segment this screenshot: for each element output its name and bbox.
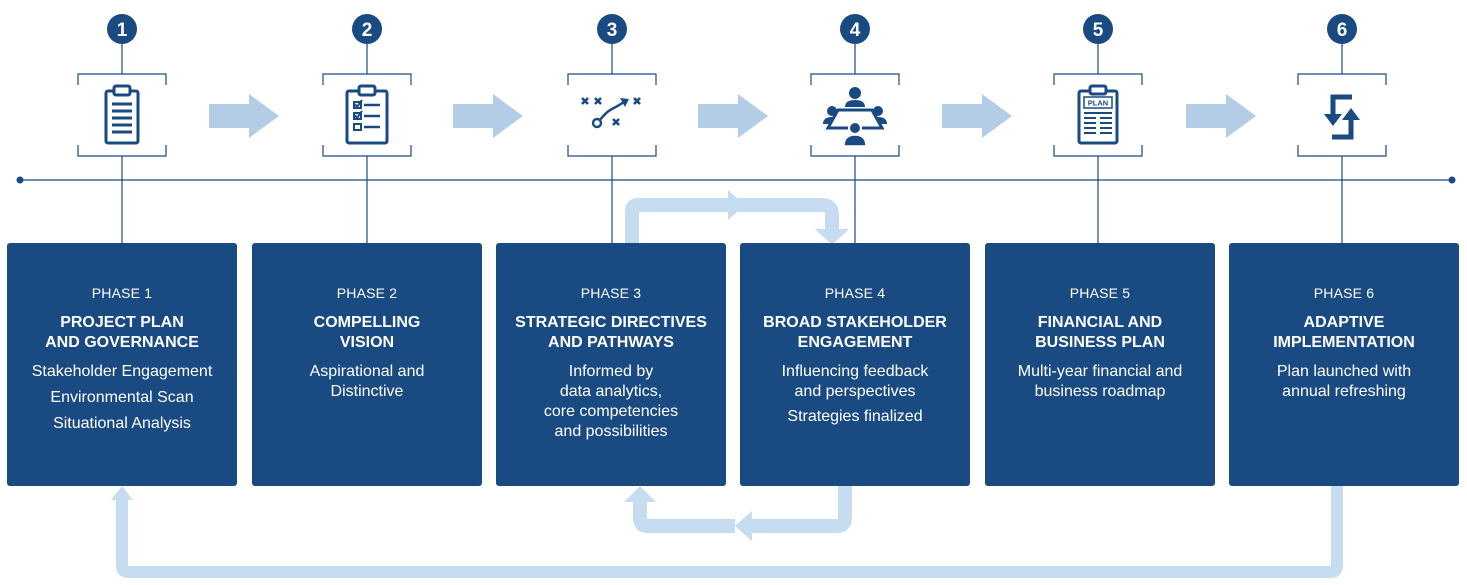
flow-arrow-1	[209, 94, 279, 138]
plan-icon-label: PLAN	[1088, 99, 1108, 108]
strategy-play-icon	[581, 97, 641, 129]
phase-label: PHASE 5	[1069, 285, 1131, 301]
flow-arrow-2	[453, 94, 523, 138]
flow-arrow-5	[1186, 94, 1256, 138]
phase-label: PHASE 4	[824, 285, 886, 301]
checklist-clipboard-icon	[345, 84, 389, 145]
flow-arrows	[209, 94, 1256, 138]
step-number: 3	[607, 20, 618, 41]
step-badge-5: 5	[1083, 14, 1113, 44]
icon-frame	[810, 73, 900, 157]
step-number: 1	[117, 20, 128, 41]
timeline	[16, 176, 1456, 184]
step-badge-6: 6	[1327, 14, 1357, 44]
flow-arrow-4	[942, 94, 1012, 138]
step-badge-4: 4	[840, 14, 870, 44]
feedback-loop-arrow	[111, 486, 1343, 578]
connector-lines	[121, 44, 1343, 243]
meeting-table-icon	[823, 87, 887, 147]
step-badge-2: 2	[352, 14, 382, 44]
step-number: 5	[1093, 20, 1104, 41]
phase-description: Stakeholder Engagement Environmental Sca…	[31, 363, 213, 432]
step-badge-3: 3	[597, 14, 627, 44]
icon-frame	[77, 73, 167, 157]
phase-description: Aspirational and Distinctive	[309, 363, 425, 400]
phase-label: PHASE 2	[336, 285, 398, 301]
step-badge-1: 1	[107, 14, 137, 44]
refresh-arrows-icon	[1324, 94, 1360, 140]
step-number: 6	[1337, 20, 1348, 41]
phase-description: Informed by data analytics, core compete…	[543, 363, 679, 440]
step-number: 4	[850, 20, 861, 41]
icon-frame	[567, 73, 657, 157]
icon-frame	[1053, 73, 1143, 157]
phase-label: PHASE 1	[91, 285, 153, 301]
phase-description: Influencing feedback and perspectives St…	[781, 363, 929, 425]
phase-label: PHASE 6	[1313, 285, 1375, 301]
flow-arrow-3	[698, 94, 768, 138]
iteration-loop-arrow	[624, 190, 852, 541]
icon-frame	[322, 73, 412, 157]
phase-description: Multi-year financial and business roadma…	[1017, 363, 1183, 400]
plan-document-icon: PLAN	[1077, 84, 1119, 145]
icon-frame	[1297, 73, 1387, 157]
phase-description: Plan launched with annual refreshing	[1276, 363, 1412, 400]
phase-label: PHASE 3	[580, 285, 642, 301]
clipboard-icon	[104, 84, 140, 145]
step-number: 2	[362, 20, 373, 41]
